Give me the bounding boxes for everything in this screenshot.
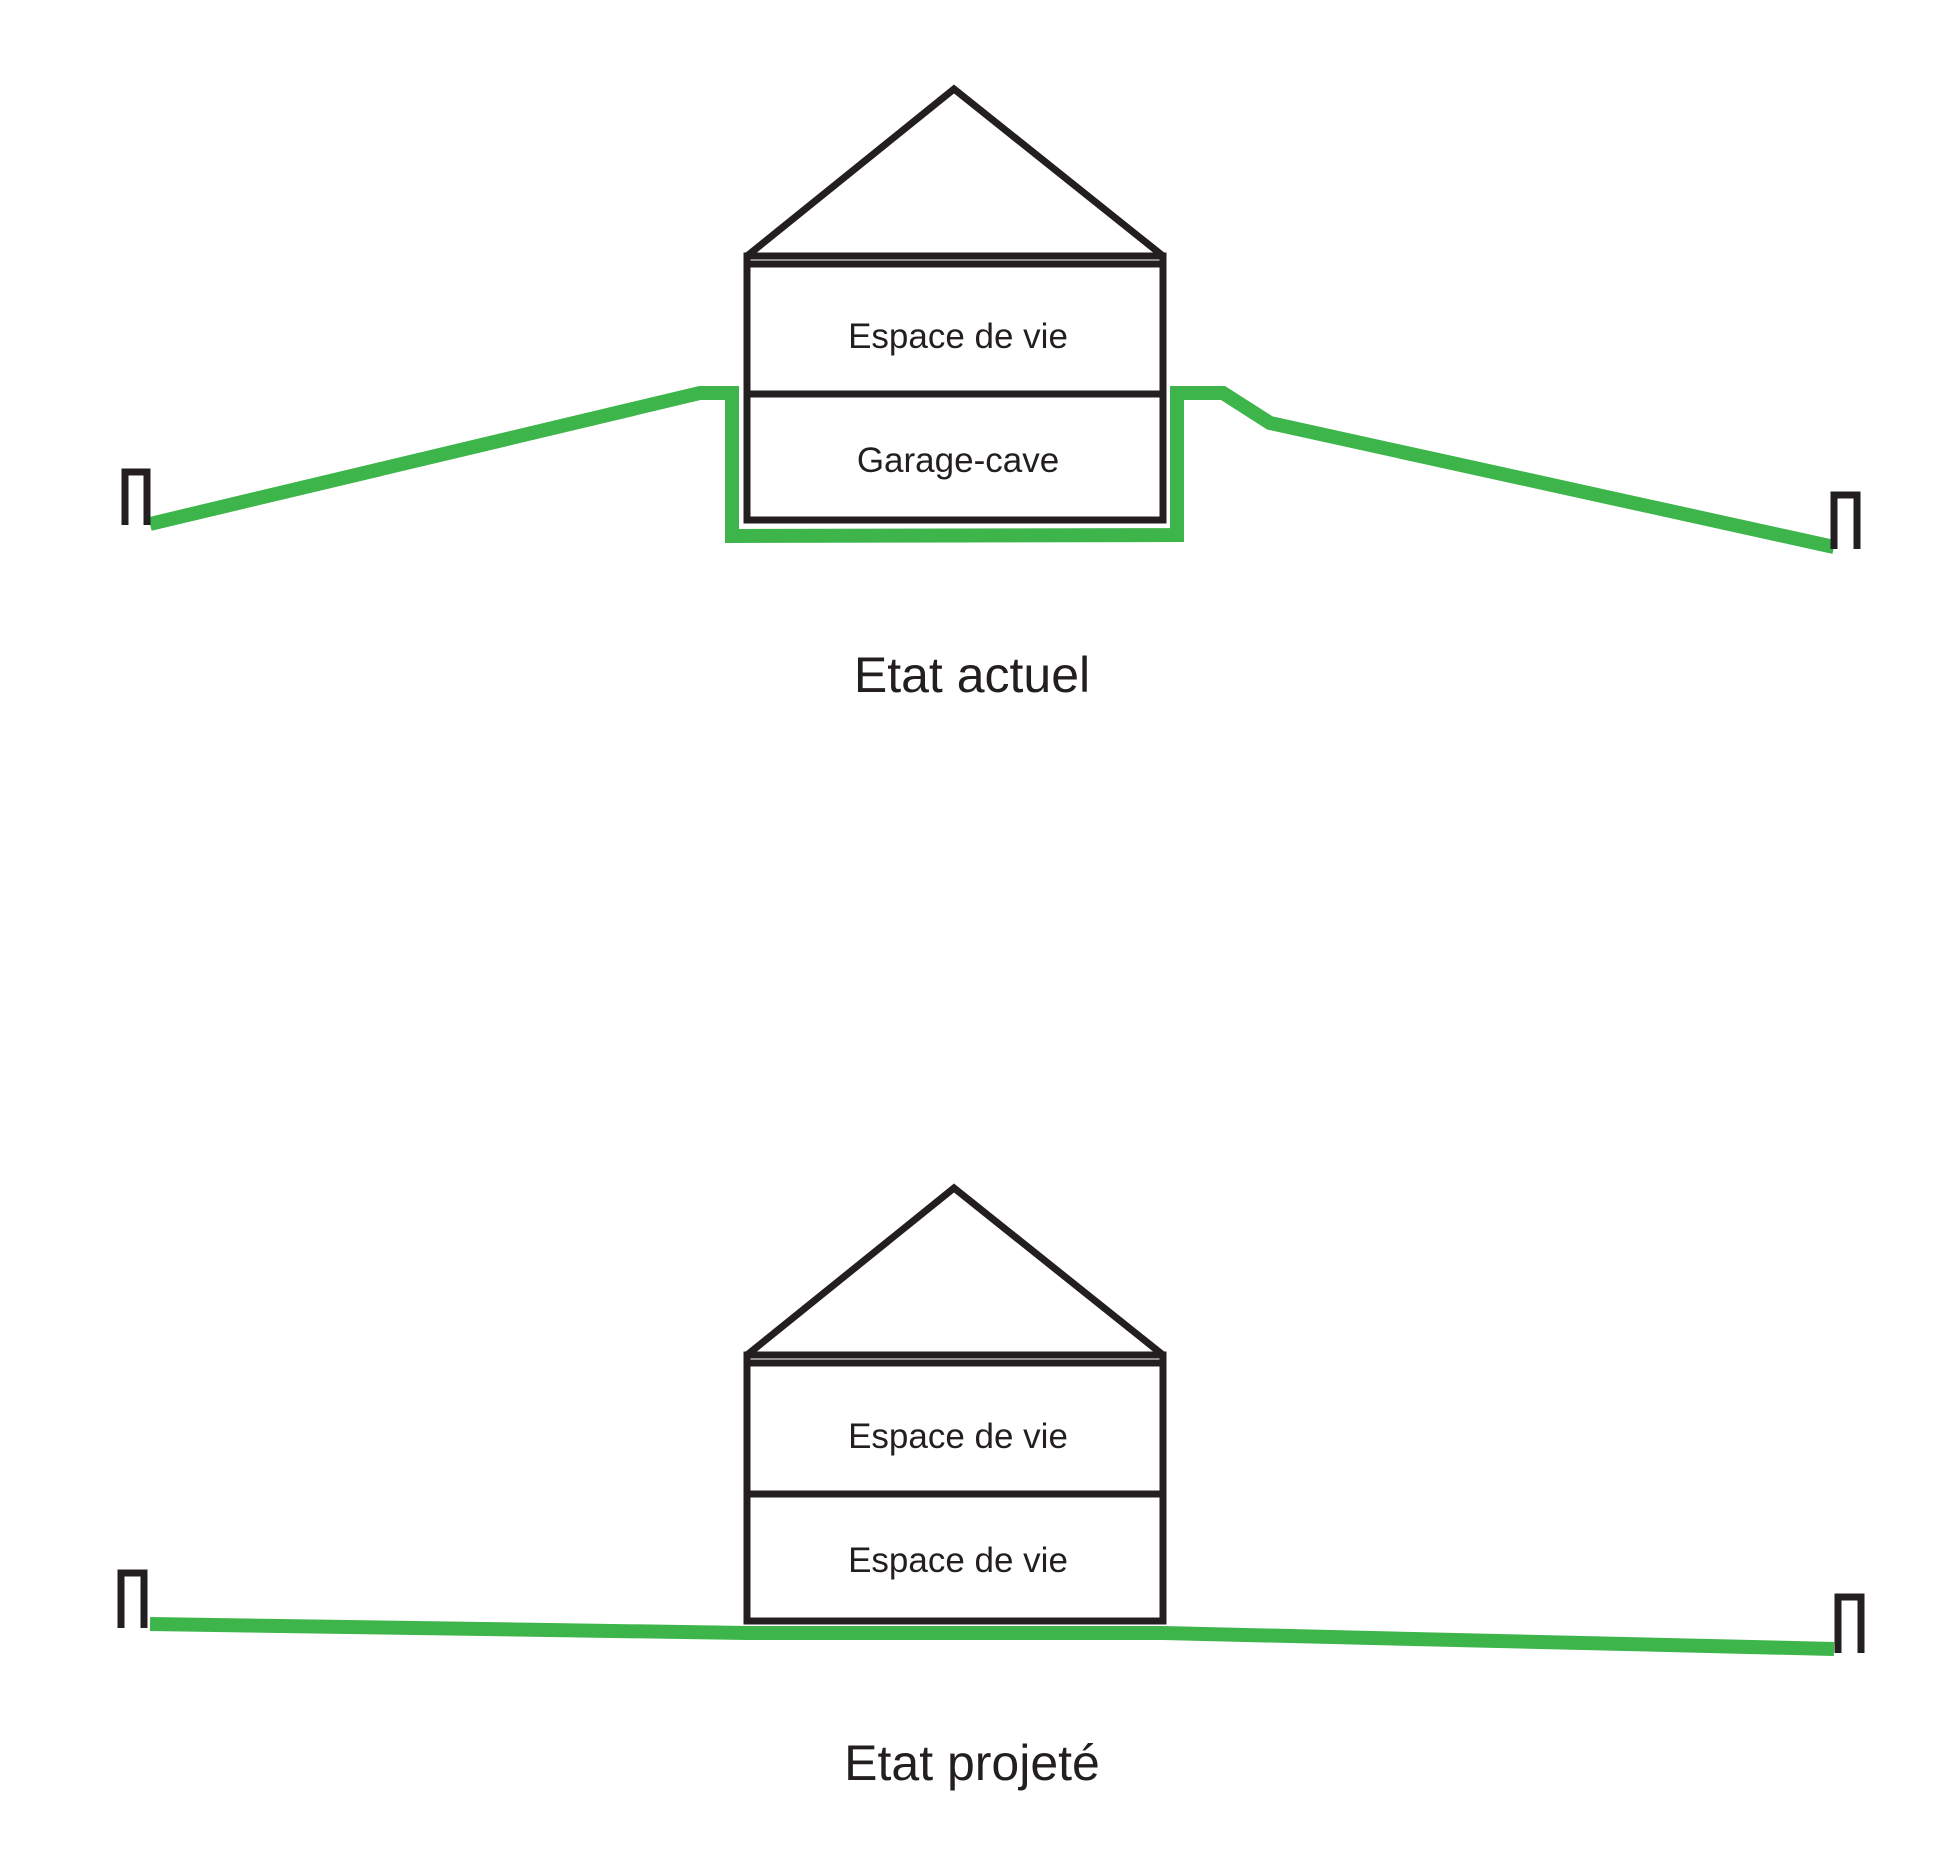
room-label-upper-projected: Espace de vie bbox=[848, 1417, 1068, 1456]
section-current: Espace de vie Garage-cave Etat actuel bbox=[121, 84, 1861, 703]
boundary-marker-right-current bbox=[1830, 491, 1861, 549]
room-label-lower-current: Garage-cave bbox=[857, 441, 1059, 480]
caption-current: Etat actuel bbox=[854, 647, 1090, 703]
room-label-upper-current: Espace de vie bbox=[848, 317, 1068, 356]
boundary-marker-left-projected bbox=[117, 1569, 148, 1628]
section-projected: Espace de vie Espace de vie Etat projeté bbox=[117, 1183, 1865, 1791]
house-body-current bbox=[743, 252, 1167, 524]
terrain-line-projected bbox=[149, 1617, 1835, 1656]
boundary-marker-left-current bbox=[121, 468, 151, 525]
caption-projected: Etat projeté bbox=[844, 1735, 1100, 1791]
house-roof-projected bbox=[744, 1183, 1166, 1358]
house-body-projected bbox=[743, 1351, 1167, 1625]
house-roof-current bbox=[744, 84, 1166, 259]
boundary-marker-right-projected bbox=[1834, 1593, 1865, 1653]
terrain-line-current bbox=[148, 386, 1836, 554]
room-label-lower-projected: Espace de vie bbox=[848, 1541, 1068, 1580]
